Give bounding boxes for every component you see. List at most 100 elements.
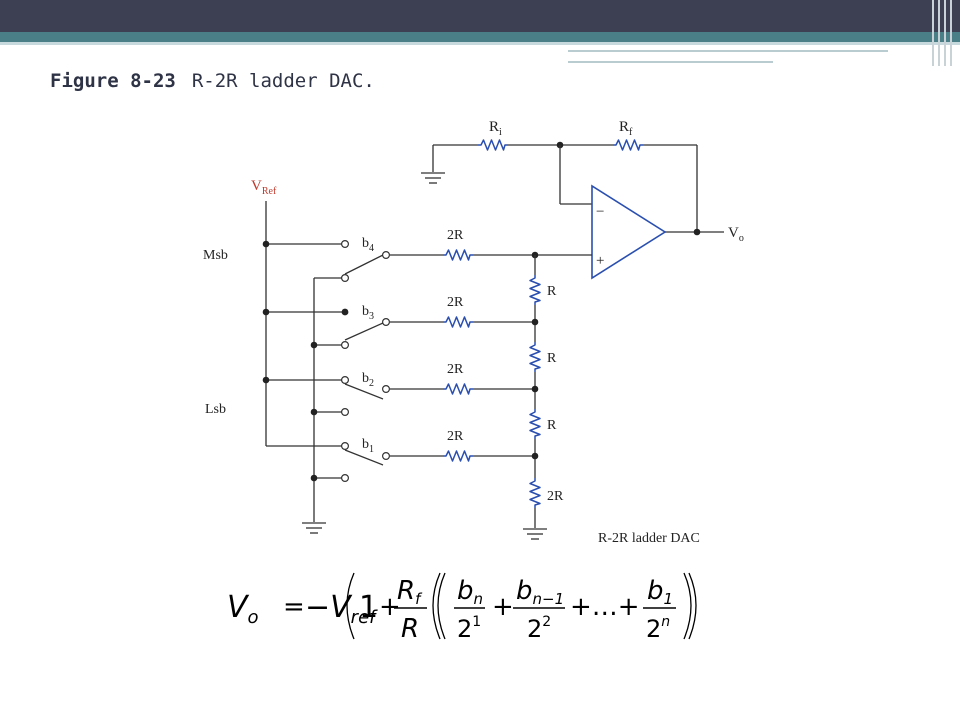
formula-2pow2: 22	[527, 614, 551, 643]
resistor-r	[529, 274, 541, 306]
figure-caption: R-2R ladder DAC.	[191, 70, 375, 92]
accent-strip-light	[0, 42, 960, 45]
switch-contact-ground	[341, 474, 350, 483]
switch-pivot	[382, 452, 391, 461]
bit-label: b4	[362, 236, 374, 254]
resistor-label: R	[547, 284, 557, 299]
switch-contact-vref	[341, 376, 350, 385]
deco-line	[938, 0, 940, 66]
resistor-r	[529, 341, 541, 373]
switch-blade	[344, 322, 384, 341]
junction-dot	[262, 376, 270, 384]
resistor-label: 2R	[447, 362, 464, 377]
formula-2pow1: 21	[457, 614, 481, 643]
ri-label: Ri	[489, 119, 502, 138]
switch-b1: b1	[266, 437, 391, 483]
output-voltage-formula: Vo = −Vref 1 + Rf R bn 21 + bn−1 22 +…+ …	[227, 572, 697, 644]
resistor-2r	[442, 383, 474, 395]
banner-line	[568, 61, 773, 63]
resistor-ri	[477, 139, 509, 151]
junction-dot	[310, 408, 318, 416]
formula-bn-1: bn−1	[516, 576, 564, 608]
switch-b4: b4	[262, 236, 391, 283]
msb-label: Msb	[203, 248, 228, 263]
formula-rf: Rf	[397, 576, 423, 608]
junction-dot	[531, 452, 539, 460]
formula-dots: +…+	[570, 592, 640, 622]
switch-contact-ground	[341, 408, 350, 417]
branch-resistors: 2R 2R 2R 2R	[390, 228, 592, 462]
switch-pivot	[382, 385, 391, 394]
resistor-label: 2R	[547, 489, 564, 504]
deco-line	[944, 0, 946, 66]
lsb-label: Lsb	[205, 402, 226, 417]
feedback-network: Ri Rf	[420, 119, 698, 232]
formula-paren-inner-left	[432, 572, 441, 640]
switch-contact-ground	[341, 341, 350, 350]
deco-line	[932, 0, 934, 66]
switch-pivot	[382, 318, 391, 327]
ground-symbol	[522, 528, 548, 540]
rf-label: Rf	[619, 119, 633, 138]
formula-bn: bn	[457, 576, 483, 608]
formula-paren-right	[688, 572, 697, 640]
junction-dot	[310, 341, 318, 349]
formula-plus: +	[379, 592, 401, 622]
junction-dot	[531, 318, 539, 326]
resistor-2r	[529, 477, 541, 509]
vref-label: VRef	[251, 178, 277, 197]
reference-rails: VRef Msb Lsb	[203, 178, 327, 534]
ground-symbol	[420, 172, 446, 184]
formula-equals: =	[283, 592, 305, 622]
deco-line	[950, 0, 952, 66]
op-amp-triangle	[591, 184, 667, 280]
vo-label: Vo	[728, 225, 744, 244]
junction-dot	[262, 308, 270, 316]
bit-label: b3	[362, 304, 374, 322]
switch-contact-vref	[341, 240, 350, 249]
switch-pivot	[382, 251, 391, 260]
formula-paren-inner-left	[437, 572, 446, 640]
resistor-label: 2R	[447, 295, 464, 310]
inverting-sign: −	[596, 204, 604, 220]
junction-dot	[531, 385, 539, 393]
bit-label: b2	[362, 371, 374, 389]
noninverting-sign: +	[596, 253, 604, 269]
switch-contact-ground	[341, 274, 350, 283]
formula-paren-right	[683, 572, 692, 640]
switch-blade	[344, 254, 384, 275]
bit-label: b1	[362, 437, 374, 455]
switch-contact-vref	[341, 308, 349, 316]
diagram-caption: R-2R ladder DAC	[598, 531, 700, 546]
resistor-label: 2R	[447, 429, 464, 444]
accent-strip	[0, 32, 960, 42]
resistor-label: R	[547, 418, 557, 433]
ground-symbol	[301, 522, 327, 534]
switch-contact-vref	[341, 442, 350, 451]
op-amp: − + Vo	[591, 184, 744, 280]
title-bar	[0, 0, 960, 32]
switch-blade	[344, 383, 384, 400]
figure-label: Figure 8-23	[50, 70, 176, 92]
resistor-rf	[612, 139, 644, 151]
ladder-spine: R R R 2R	[522, 251, 564, 540]
resistor-label: 2R	[447, 228, 464, 243]
formula-b1: b1	[647, 576, 673, 608]
junction-dot	[310, 474, 318, 482]
banner-line	[568, 50, 888, 52]
resistor-label: R	[547, 351, 557, 366]
formula-r: R	[401, 614, 419, 644]
resistor-2r	[442, 249, 474, 261]
switch-blade	[344, 449, 384, 466]
switch-b2: b2	[262, 371, 391, 417]
output-junction-dot	[693, 228, 701, 236]
resistor-2r	[442, 316, 474, 328]
junction-dot	[262, 240, 270, 248]
formula-paren-left	[346, 572, 355, 640]
resistor-2r	[442, 450, 474, 462]
resistor-r	[529, 408, 541, 440]
slide-title: Figure 8-23 R-2R ladder DAC.	[50, 70, 375, 92]
formula-neg-vref: −Vref	[305, 590, 378, 628]
formula-2pown: 2n	[646, 614, 670, 643]
